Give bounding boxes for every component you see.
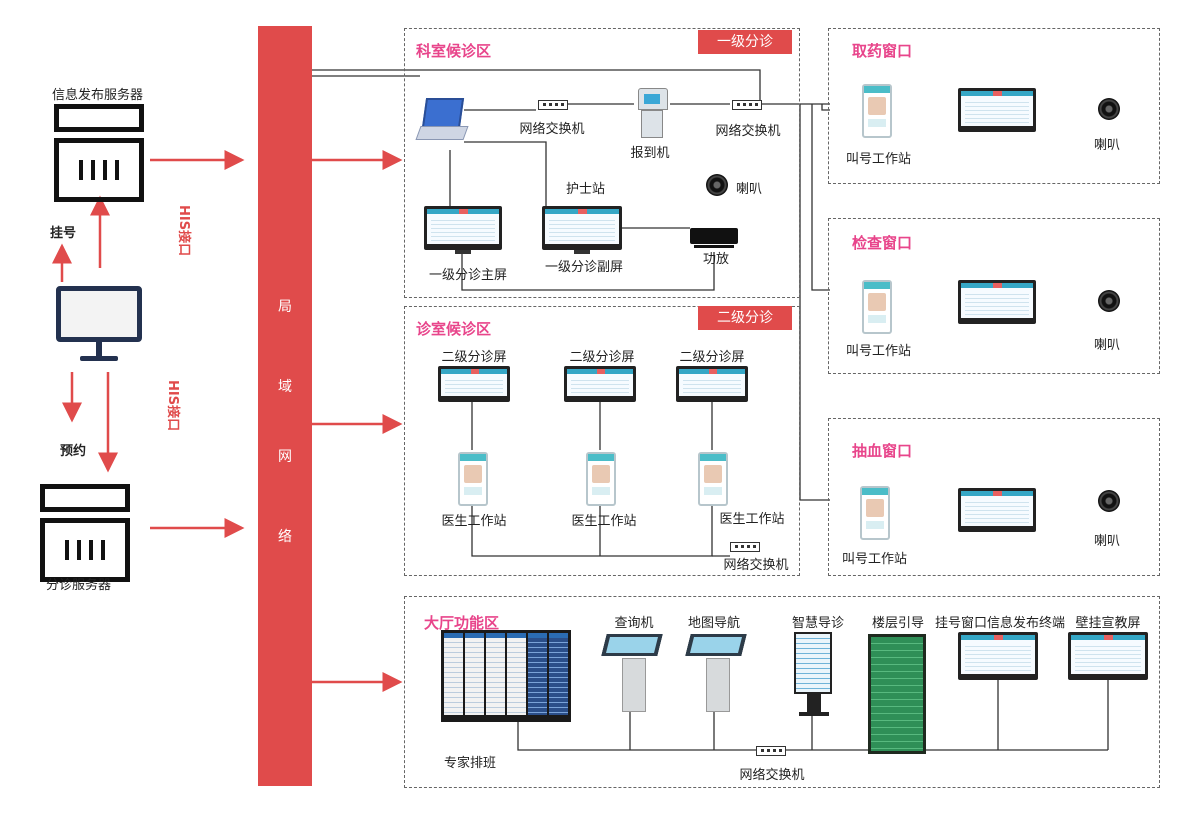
call-station-label: 叫号工作站 [846,344,912,359]
doctor-station-label: 医生工作站 [441,514,507,529]
board-base [441,718,571,722]
switch-icon [538,100,568,110]
switch-icon [730,542,760,552]
window-screen-icon [958,88,1036,132]
doctor-tablet-icon [458,452,488,506]
doctor-station-label: 医生工作站 [719,512,785,527]
sub-screen-icon [542,206,622,254]
blood-window-zone [828,418,1160,576]
hall-zone [404,596,1160,788]
smart-guide-label: 智慧导诊 [791,616,845,631]
window-screen-icon [958,280,1036,324]
call-station-label: 叫号工作站 [846,152,912,167]
smart-guide-kiosk-icon [794,632,834,718]
hall-zone-title: 大厅功能区 [424,614,500,632]
checkin-kiosk-icon [638,88,668,138]
expert-schedule-board-icon [441,630,571,718]
window-title: 抽血窗口 [852,442,913,460]
switch-label: 网络交换机 [723,558,789,573]
second-screen-label: 二级分诊屏 [679,350,745,365]
register-label: 挂号 [50,226,77,241]
switch-label: 网络交换机 [519,122,585,137]
exam-window-zone [828,218,1160,374]
nurse-station-label: 护士站 [566,182,606,197]
window-title: 检查窗口 [852,234,913,252]
switch-icon [756,746,786,756]
second-triage-badge: 二级分诊 [698,306,792,330]
speaker-icon [1098,490,1120,512]
register-terminal-icon [958,632,1038,680]
second-screen-icon [676,366,748,402]
speaker-icon [1098,98,1120,120]
switch-label: 网络交换机 [739,768,805,783]
switch-label: 网络交换机 [715,124,781,139]
lan-bar: 局 域 网 络 [258,26,312,786]
window-screen-icon [958,488,1036,532]
workstation-monitor-icon [56,286,142,361]
lan-char: 域 [278,379,292,395]
register-terminal-label: 挂号窗口信息发布终端 [934,616,1066,631]
second-screen-label: 二级分诊屏 [569,350,635,365]
wall-screen-label: 壁挂宣教屏 [1075,616,1141,631]
triage-server-label: 分诊服务器 [46,578,112,593]
lan-char: 局 [278,299,292,315]
call-tablet-icon [862,280,892,334]
map-nav-kiosk-icon [685,634,748,714]
pharmacy-window-zone [828,28,1160,184]
call-tablet-icon [860,486,890,540]
wall-screen-icon [1068,632,1148,680]
second-screen-icon [438,366,510,402]
amplifier-icon [690,228,738,248]
map-nav-label: 地图导航 [687,616,741,631]
doctor-tablet-icon [698,452,728,506]
amplifier-label: 功放 [702,252,730,267]
call-tablet-icon [862,84,892,138]
triage-server-icon [40,484,130,582]
floor-guide-label: 楼层引导 [871,616,925,631]
switch-icon [732,100,762,110]
info-server-label: 信息发布服务器 [52,88,144,103]
second-screen-label: 二级分诊屏 [441,350,507,365]
speaker-label: 喇叭 [736,182,763,197]
speaker-label: 喇叭 [1094,138,1121,153]
clinic-zone-title: 诊室候诊区 [416,320,492,338]
second-screen-icon [564,366,636,402]
speaker-icon [1098,290,1120,312]
checkin-label: 报到机 [630,146,670,161]
query-kiosk-icon [601,634,664,714]
his-interface-label: HIS接口 [176,205,191,257]
speaker-icon [706,174,728,196]
appointment-label: 预约 [60,444,87,459]
laptop-icon [415,98,469,140]
info-server-icon [54,104,144,202]
lan-char: 网 [278,449,292,465]
lan-char: 络 [278,529,292,545]
clinic-waiting-zone [404,306,800,576]
main-screen-icon [424,206,502,254]
main-screen-label: 一级分诊主屏 [428,268,508,283]
floor-guide-screen-icon [868,634,926,754]
sub-screen-label: 一级分诊副屏 [544,260,624,275]
speaker-label: 喇叭 [1094,338,1121,353]
doctor-tablet-icon [586,452,616,506]
dept-zone-title: 科室候诊区 [416,42,492,60]
his-interface-label: HIS接口 [165,380,180,432]
doctor-station-label: 医生工作站 [571,514,637,529]
call-station-label: 叫号工作站 [842,552,908,567]
expert-schedule-label: 专家排班 [444,756,497,771]
window-title: 取药窗口 [852,42,913,60]
speaker-label: 喇叭 [1094,534,1121,549]
dept-waiting-zone [404,28,800,298]
query-kiosk-label: 查询机 [614,616,654,631]
first-triage-badge: 一级分诊 [698,30,792,54]
